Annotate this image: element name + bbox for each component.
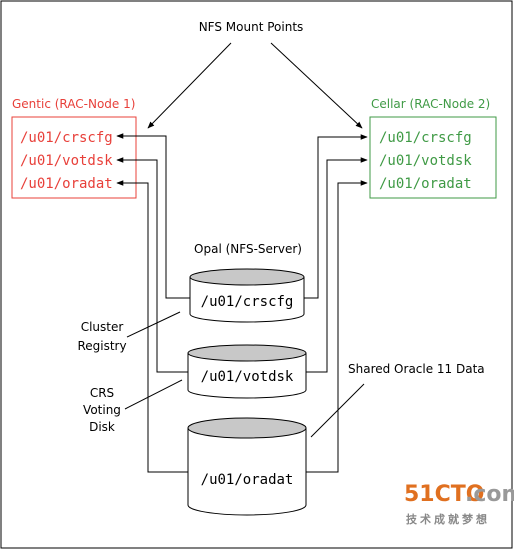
title-arrow-right (270, 42, 363, 129)
watermark-logo: 51CTO .com 技术成就梦想 (404, 482, 514, 526)
watermark-suffix: .com (465, 482, 514, 507)
right-node-box (369, 116, 497, 199)
disk-label-crscfg: /u01/crscfg (201, 294, 294, 310)
left-path-votdsk: /u01/votdsk (20, 153, 113, 169)
connector-right-votdsk (306, 157, 368, 373)
watermark-subtext: 技术成就梦想 (406, 512, 490, 526)
diagram-title: NFS Mount Points (199, 20, 304, 34)
annotation-crs-line2: Voting (83, 403, 121, 417)
title-arrow-left (147, 42, 232, 129)
disk-oradat: /u01/oradat (187, 417, 307, 516)
annotation-cluster-line2: Registry (77, 339, 126, 353)
annotation-cluster-pointer (126, 311, 181, 338)
right-path-oradat: /u01/oradat (379, 176, 472, 192)
disk-crscfg: /u01/crscfg (189, 268, 305, 323)
annotation-crs-line1: CRS (90, 386, 114, 400)
right-path-crscfg: /u01/crscfg (379, 130, 472, 146)
right-node-label: Cellar (RAC-Node 2) (371, 97, 490, 111)
disk-label-oradat: /u01/oradat (201, 472, 294, 488)
annotation-shared-data: Shared Oracle 11 Data (348, 362, 485, 376)
server-label: Opal (NFS-Server) (194, 242, 302, 256)
left-path-crscfg: /u01/crscfg (20, 130, 113, 146)
annotation-crs-line3: Disk (89, 420, 115, 434)
annotation-crs-pointer (124, 379, 183, 410)
connector-left-crscfg (116, 133, 190, 299)
left-node-label: Gentic (RAC-Node 1) (12, 97, 135, 111)
watermark-digits: 51CTO (404, 482, 484, 507)
connector-left-oradat (116, 180, 188, 473)
disk-label-votdsk: /u01/votdsk (201, 369, 294, 385)
left-node-box (11, 116, 137, 199)
connector-left-votdsk (116, 157, 188, 373)
connector-right-crscfg (304, 134, 368, 299)
annotation-shared-pointer (310, 383, 365, 438)
left-path-oradat: /u01/oradat (20, 176, 113, 192)
connector-right-oradat (306, 180, 368, 473)
annotation-cluster-line1: Cluster (81, 320, 124, 334)
disk-votdsk: /u01/votdsk (187, 344, 307, 399)
right-path-votdsk: /u01/votdsk (379, 153, 472, 169)
